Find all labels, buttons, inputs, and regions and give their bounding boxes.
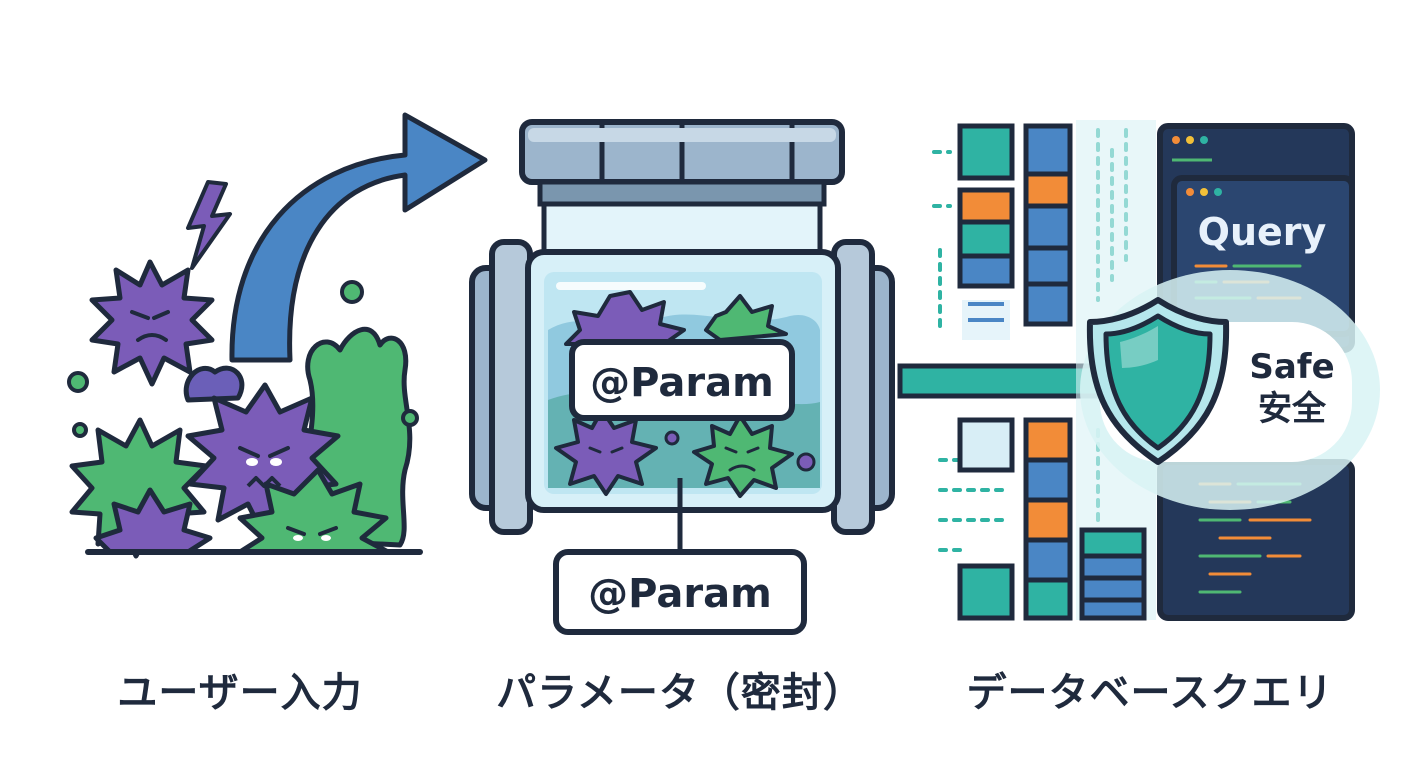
user-input-illustration	[67, 112, 488, 559]
parameter-capsule: @Param @Param	[469, 119, 895, 635]
database-query-illustration: Query	[932, 120, 1380, 621]
lightning-bolt-icon	[186, 180, 232, 270]
caption-database-query: データベースクエリ	[966, 670, 1334, 716]
virus-icon	[704, 294, 788, 342]
caption-user-input: ユーザー入力	[117, 670, 363, 716]
shield-icon	[1086, 297, 1230, 465]
safe-label-jp: 安全	[1258, 389, 1327, 429]
flow-arrow-icon	[229, 112, 488, 363]
param-tag-below-label: @Param	[588, 571, 772, 617]
virus-icon	[554, 408, 658, 496]
connection-pipe	[897, 363, 1103, 399]
param-tag-inside: @Param	[569, 339, 795, 421]
virus-icon	[89, 259, 215, 387]
safe-label-en: Safe	[1249, 347, 1334, 387]
param-tag-inside-label: @Param	[590, 360, 774, 406]
virus-icon	[237, 467, 391, 555]
param-tag-below: @Param	[553, 549, 807, 635]
query-label: Query	[1198, 210, 1327, 254]
virus-icon	[692, 414, 794, 498]
caption-parameter: パラメータ（密封）	[496, 670, 864, 716]
